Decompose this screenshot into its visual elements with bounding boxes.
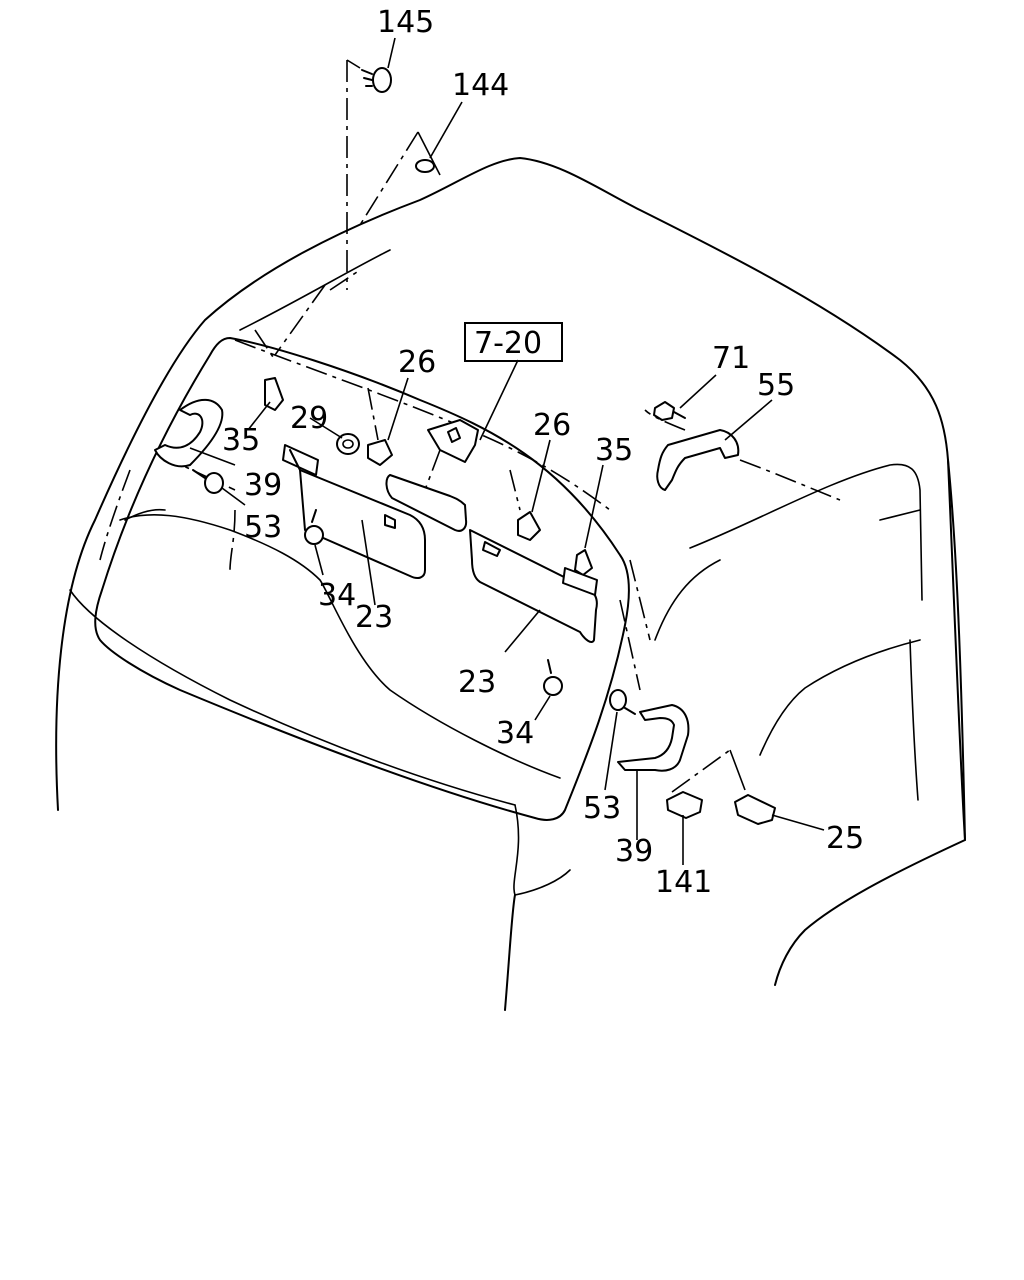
callout-55: 55	[757, 368, 795, 403]
windshield	[94, 337, 630, 821]
cap-144	[415, 159, 435, 173]
callout-145: 145	[377, 5, 434, 40]
grommet-29	[336, 433, 360, 455]
screw-53-right	[609, 689, 636, 715]
screw-145	[361, 67, 392, 93]
callout-141: 141	[655, 865, 712, 900]
reference-box	[464, 322, 563, 362]
sun-visor-right	[469, 529, 598, 643]
leader-lines	[189, 37, 825, 865]
clip-35-right	[574, 549, 593, 576]
callout-23: 23	[458, 665, 496, 700]
callout-53: 53	[244, 510, 282, 545]
bracket-141	[666, 791, 703, 819]
callout-34: 34	[318, 578, 356, 613]
cab-body	[55, 157, 966, 1011]
callout-39: 39	[615, 834, 653, 869]
callout-53: 53	[583, 791, 621, 826]
bracket-25	[734, 794, 776, 825]
callout-25: 25	[826, 821, 864, 856]
holder-26-right	[517, 511, 541, 541]
grab-handle-55	[656, 429, 740, 491]
fastener-34-left	[304, 509, 324, 545]
grab-handle-right	[617, 704, 690, 772]
sun-visor-left	[282, 444, 426, 579]
grab-handle-left	[154, 398, 224, 468]
callout-34: 34	[496, 716, 534, 751]
callout-71: 71	[712, 341, 750, 376]
fastener-34-right	[543, 659, 563, 696]
callout-39: 39	[244, 468, 282, 503]
callout-23: 23	[355, 600, 393, 635]
callout-144: 144	[452, 68, 509, 103]
holder-26-left	[367, 439, 393, 466]
callout-35: 35	[222, 423, 260, 458]
callout-35: 35	[595, 433, 633, 468]
reference-box-label: 7-20	[474, 326, 542, 361]
callout-29: 29	[290, 401, 328, 436]
screw-53-left	[192, 469, 224, 494]
callout-labels: 145 144 26 29 35 39 53 34 23 26 35 71 55…	[222, 5, 864, 900]
mirror	[385, 419, 479, 532]
bolt-71	[653, 401, 686, 421]
callout-26: 26	[398, 345, 436, 380]
callout-26: 26	[533, 408, 571, 443]
